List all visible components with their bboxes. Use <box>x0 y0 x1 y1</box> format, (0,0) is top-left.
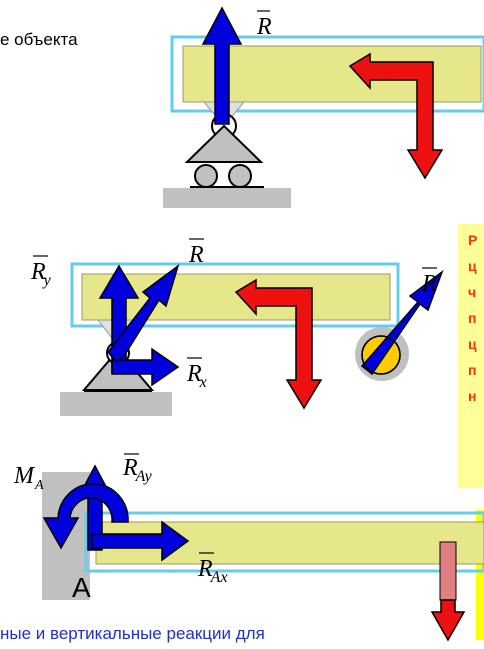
caption-top: е объекта <box>0 30 78 49</box>
scene-fixed-support: MA RAy RAx A <box>13 453 484 642</box>
reaction-arrow-r-oblique <box>360 269 444 376</box>
support-triangle <box>184 124 264 163</box>
label-m-a: MA <box>13 463 44 493</box>
reaction-arrow-r <box>201 6 243 125</box>
ground <box>163 188 291 208</box>
beam-outline <box>70 262 400 328</box>
label-r-x: Rx <box>186 361 207 391</box>
note-line: Р <box>468 232 478 248</box>
beam-outline <box>84 511 484 573</box>
ground <box>60 392 172 416</box>
moment-arc <box>42 483 129 550</box>
note-line: п <box>468 310 477 326</box>
label-r-y: Ry <box>30 259 52 289</box>
load-arrow <box>348 52 444 180</box>
label-r-right: R <box>421 271 437 297</box>
note-line: ч <box>468 284 477 300</box>
beam-outline <box>170 35 484 113</box>
caption-bottom: ные и вертикальные реакции для <box>0 624 265 643</box>
load-post <box>439 541 457 601</box>
reaction-arrow-rax <box>91 520 190 562</box>
scene-roller-support: R <box>163 6 484 208</box>
scene-pinned-support: Ry R Rx R <box>30 238 444 416</box>
note-line: ц <box>468 258 477 274</box>
label-r-ay: RAy <box>122 455 153 485</box>
note-line: н <box>468 388 477 404</box>
roller-right <box>228 164 252 188</box>
note-box: Р ц ч п ц п н <box>458 224 484 488</box>
label-r-ax: RAx <box>197 556 228 586</box>
load-arrow <box>430 599 466 642</box>
label-r-mid: R <box>188 242 204 268</box>
reaction-arrow-r <box>107 264 180 364</box>
label-r-top: R <box>256 14 272 40</box>
note-line: п <box>468 362 477 378</box>
roller-left <box>194 164 218 188</box>
label-point-a: A <box>72 572 91 603</box>
note-line: ц <box>468 336 477 352</box>
note-box-bottom <box>476 510 484 640</box>
load-arrow <box>234 278 323 410</box>
